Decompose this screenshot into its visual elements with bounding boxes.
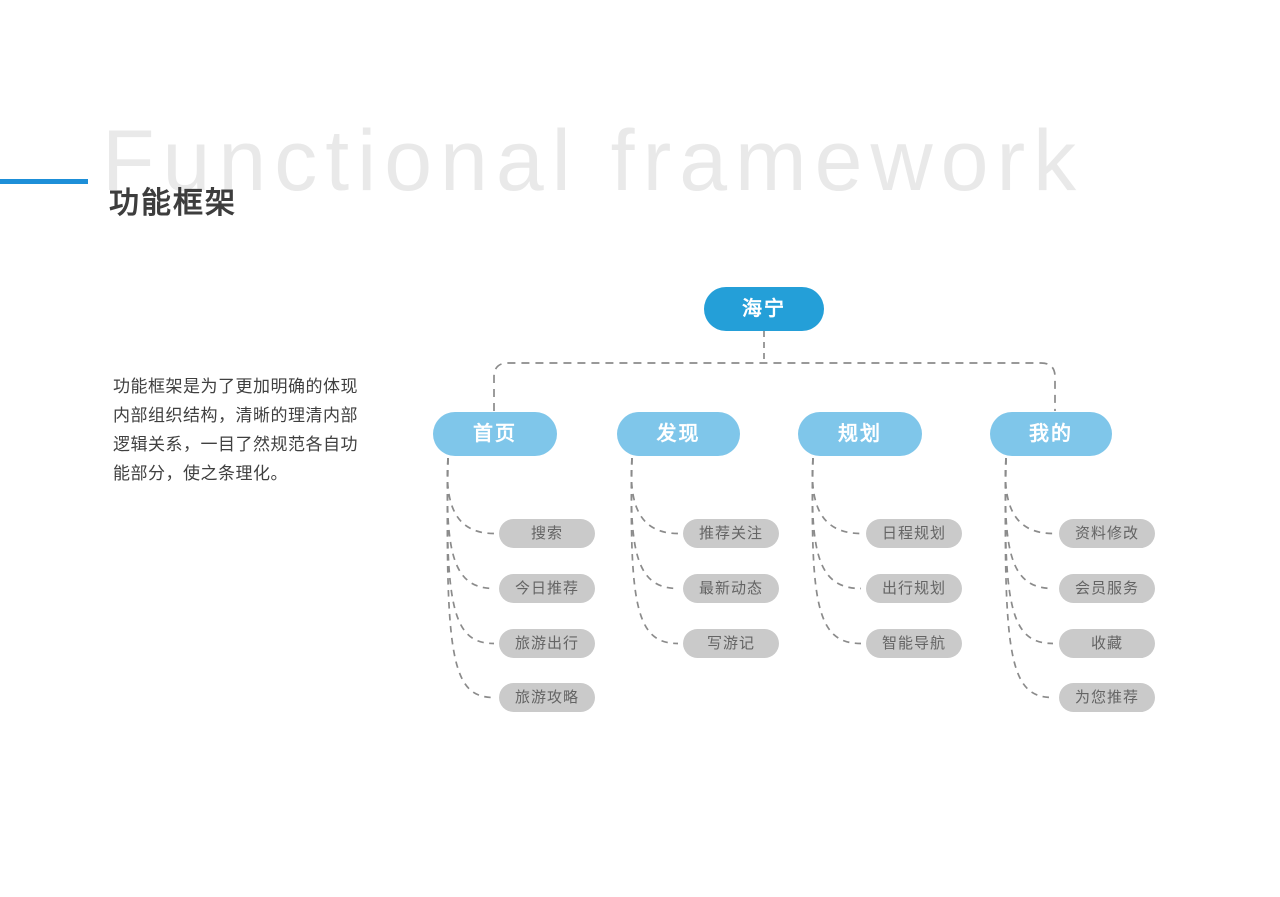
description-line: 能部分，使之条理化。 — [113, 464, 288, 483]
page-title: 功能框架 — [109, 187, 237, 221]
leaf-node-schedule-planning: 日程规划 — [866, 519, 962, 548]
description-line: 逻辑关系，一目了然规范各自功 — [113, 435, 358, 454]
watermark-text: Functional framework — [102, 113, 1085, 209]
accent-line — [0, 179, 88, 184]
branch-node-planning: 规划 — [798, 412, 922, 456]
leaf-node-favorites: 收藏 — [1059, 629, 1155, 658]
leaf-node-today-recommend: 今日推荐 — [499, 574, 595, 603]
branch-node-mine: 我的 — [990, 412, 1112, 456]
leaf-node-recommended-for-you: 为您推荐 — [1059, 683, 1155, 712]
leaf-node-smart-navigation: 智能导航 — [866, 629, 962, 658]
leaf-node-profile-edit: 资料修改 — [1059, 519, 1155, 548]
leaf-node-trip-planning: 出行规划 — [866, 574, 962, 603]
leaf-node-latest-updates: 最新动态 — [683, 574, 779, 603]
description-text: 功能框架是为了更加明确的体现 内部组织结构，清晰的理清内部 逻辑关系，一目了然规… — [113, 372, 383, 488]
leaf-node-search: 搜索 — [499, 519, 595, 548]
description-line: 功能框架是为了更加明确的体现 — [113, 377, 358, 396]
leaf-node-write-journal: 写游记 — [683, 629, 779, 658]
description-line: 内部组织结构，清晰的理清内部 — [113, 406, 358, 425]
leaf-node-recommended-follow: 推荐关注 — [683, 519, 779, 548]
branch-node-discover: 发现 — [617, 412, 740, 456]
branch-node-home: 首页 — [433, 412, 557, 456]
leaf-node-travel-trip: 旅游出行 — [499, 629, 595, 658]
root-node-haining: 海宁 — [704, 287, 824, 331]
leaf-node-member-services: 会员服务 — [1059, 574, 1155, 603]
leaf-node-travel-guide: 旅游攻略 — [499, 683, 595, 712]
